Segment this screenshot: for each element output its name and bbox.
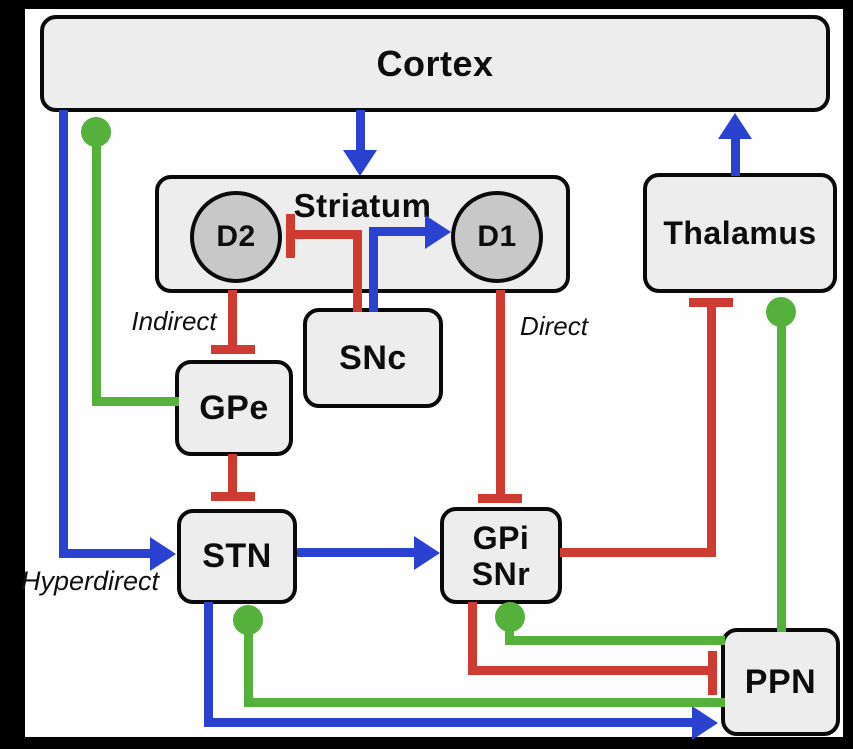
edge-snc-d2-horizontal-line (290, 230, 362, 239)
edge-ppn-stn-horizontal-line (244, 698, 725, 707)
node-gpe: GPe (175, 360, 293, 456)
edge-d1-gpi-line (496, 290, 505, 496)
node-stn-label: STN (202, 537, 272, 575)
label-direct-pathway: Direct (520, 311, 588, 341)
edge-ppn-thalamus-line (777, 322, 786, 632)
edge-snc-d1-arrowhead (425, 215, 451, 249)
node-snc: SNc (303, 308, 443, 408)
node-ppn-label: PPN (744, 662, 817, 701)
edge-gpi-ppn-tbar (708, 651, 717, 695)
node-gpi-label: GPi (472, 519, 530, 556)
node-thalamus-label: Thalamus (663, 214, 817, 251)
node-d1: D1 (451, 191, 543, 283)
edge-stn-ppn-horizontal-line (204, 718, 693, 727)
node-cortex-label: Cortex (376, 42, 494, 84)
edge-d2-gpe-line (228, 290, 237, 345)
node-cortex: Cortex (40, 15, 830, 112)
edge-d1-gpi-tbar (478, 494, 522, 503)
node-d2-label: D2 (216, 220, 256, 253)
edge-ppn-stn-vertical-line (244, 630, 253, 707)
node-gpe-label: GPe (199, 388, 269, 427)
node-striatum-label: Striatum (293, 187, 432, 224)
node-snr-label: SNr (471, 555, 531, 592)
edge-thalamus-cortex-arrowhead (718, 113, 752, 139)
node-snc-label: SNc (339, 338, 407, 377)
edge-stn-ppn-vertical-line (204, 602, 213, 727)
edge-snc-d1-horizontal-line (369, 227, 427, 236)
edge-d2-gpe-tbar (211, 345, 255, 354)
node-thalamus: Thalamus (643, 173, 837, 293)
edge-gpi-thalamus-tbar (689, 298, 733, 307)
node-striatum: Striatum D2 D1 (155, 175, 570, 293)
edge-thalamus-cortex-line (731, 138, 740, 176)
node-ppn: PPN (721, 628, 840, 736)
label-indirect-pathway: Indirect (131, 306, 217, 336)
edge-gpe-cortex-horizontal-line (92, 397, 179, 406)
edge-hyperdirect-horizontal-line (59, 549, 152, 558)
edge-snc-d1-vertical-line (369, 227, 378, 312)
node-d2: D2 (190, 191, 282, 283)
edge-hyperdirect-arrowhead (150, 537, 176, 571)
edge-stn-gpi-arrowhead (414, 536, 440, 570)
edge-snc-d2-vertical-line (353, 230, 362, 312)
edge-cortex-striatum-arrowhead (343, 150, 377, 176)
node-stn: STN (177, 509, 297, 604)
edge-ppn-gpi-horizontal-line (505, 636, 725, 645)
label-hyperdirect-pathway: Hyperdirect (20, 566, 160, 596)
edge-gpi-ppn-vertical-line (468, 602, 477, 675)
edge-gpi-ppn-horizontal-line (468, 666, 717, 675)
edge-gpe-stn-tbar (211, 492, 255, 501)
node-gpi-snr: GPi SNr (440, 507, 562, 604)
edge-gpi-thalamus-vertical-line (707, 307, 716, 557)
edge-gpe-cortex-vertical-line (92, 142, 101, 406)
edge-stn-gpi-line (297, 548, 415, 557)
edge-cortex-striatum-line (356, 110, 365, 152)
node-d1-label: D1 (477, 220, 517, 253)
edge-gpe-stn-line (228, 454, 237, 492)
edge-hyperdirect-vertical-line (59, 110, 68, 558)
edge-gpi-thalamus-horizontal-line (560, 548, 716, 557)
edge-snc-d2-tbar (286, 214, 295, 258)
edge-stn-ppn-arrowhead (692, 706, 718, 740)
